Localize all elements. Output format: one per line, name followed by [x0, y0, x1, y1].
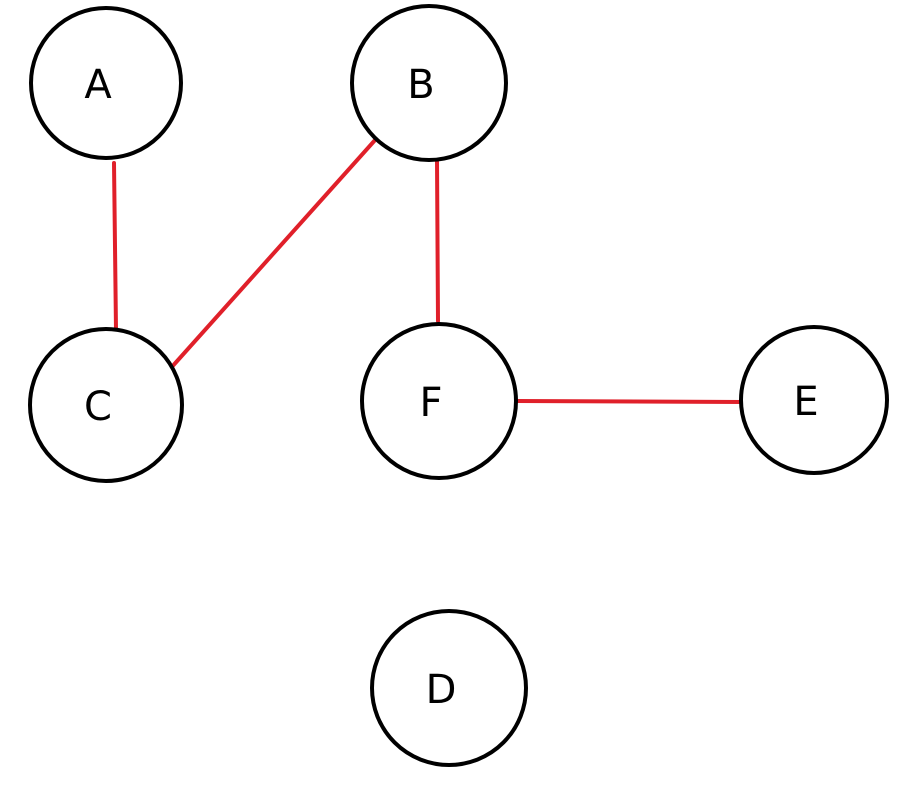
node-f: F: [360, 322, 518, 480]
node-label-f: F: [419, 380, 442, 426]
edge-b-f: [435, 158, 440, 323]
node-e: E: [739, 325, 889, 475]
node-b: B: [350, 4, 508, 162]
node-label-b: B: [407, 62, 434, 108]
node-circle-a: [29, 6, 183, 160]
node-circle-f: [360, 322, 518, 480]
node-label-d: D: [426, 667, 457, 713]
edge-c-b: [168, 137, 378, 371]
node-circle-e: [739, 325, 889, 475]
node-a: A: [29, 6, 183, 160]
node-label-a: A: [84, 62, 112, 108]
node-c: C: [28, 327, 184, 483]
edge-f-e: [514, 399, 745, 404]
node-circle-b: [350, 4, 508, 162]
node-label-e: E: [793, 379, 818, 425]
node-d: D: [370, 609, 528, 767]
edges-layer: [112, 137, 745, 404]
node-label-c: C: [84, 384, 112, 430]
edge-a-c: [112, 161, 118, 332]
node-circle-c: [28, 327, 184, 483]
node-circle-d: [370, 609, 528, 767]
nodes-layer: A B C F E D: [28, 4, 889, 767]
